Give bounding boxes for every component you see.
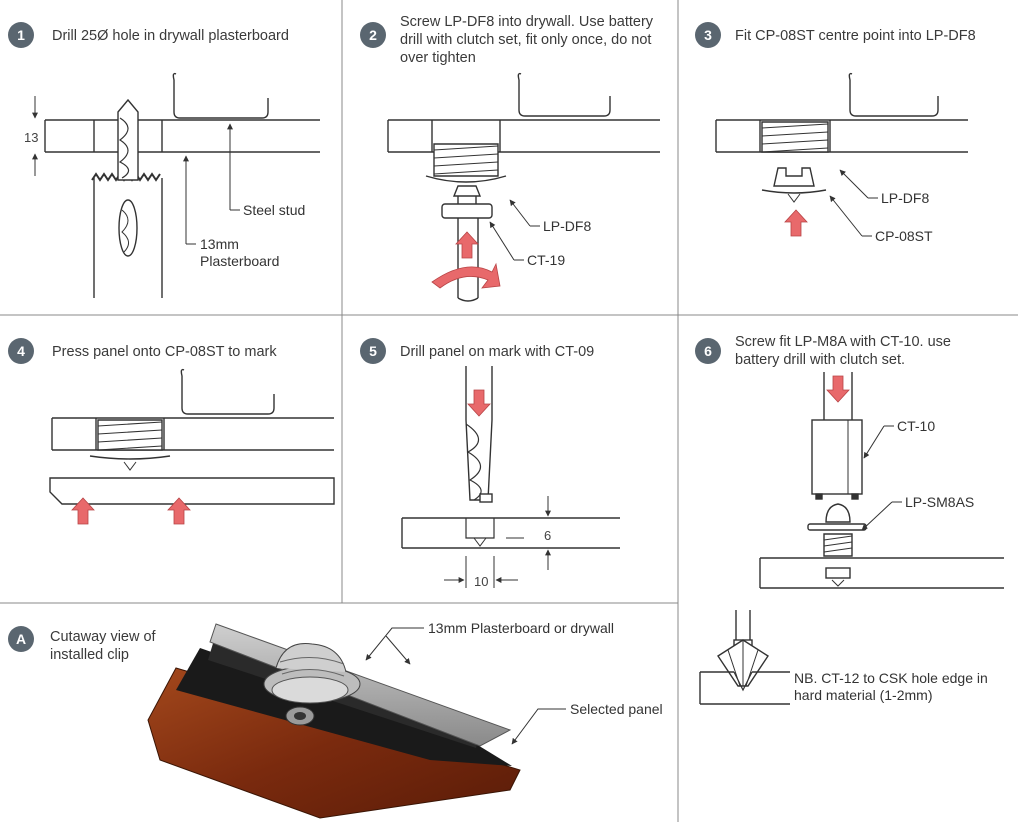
panel-6-drawing — [699, 372, 1004, 705]
step-4-title: Press panel onto CP-08ST to mark — [52, 344, 277, 360]
panel-5-drawing — [401, 366, 620, 588]
step-2-badge: 2 — [360, 22, 386, 48]
lp-df8-label-2: LP-DF8 — [543, 218, 592, 234]
step-1-title: Drill 25Ø hole in drywall plasterboard — [52, 28, 289, 44]
drill-width-label: 10 — [474, 574, 489, 589]
step-1-badge: 1 — [8, 22, 34, 48]
ct-10-label: CT-10 — [897, 418, 936, 434]
cutaway-illustration — [147, 623, 566, 819]
plasterboard-thickness-label: 13 — [24, 130, 39, 145]
drill-depth-label: 6 — [544, 528, 552, 543]
lp-df8-label-3: LP-DF8 — [881, 190, 930, 206]
panel-3-drawing — [715, 72, 968, 237]
countersink-note: NB. CT-12 to CSK hole edge in hard mater… — [794, 670, 988, 703]
plasterboard-label: 13mm Plasterboard — [200, 236, 280, 269]
panel-4-arrows — [71, 497, 191, 525]
step-5-badge: 5 — [360, 338, 386, 364]
step-3-badge: 3 — [695, 22, 721, 48]
panel-2-arrows — [431, 231, 501, 289]
plasterboard-drywall-label: 13mm Plasterboard or drywall — [428, 620, 614, 636]
panel-4-drawing — [49, 368, 335, 505]
ct-19-label: CT-19 — [527, 252, 566, 268]
step-2-title: Screw LP-DF8 into drywall. Use battery d… — [400, 14, 654, 66]
lp-sm8as-label: LP-SM8AS — [905, 494, 975, 510]
panel-6-arrow — [826, 375, 850, 403]
step-6-badge: 6 — [695, 338, 721, 364]
selected-panel-label: Selected panel — [570, 701, 663, 717]
panel-3-arrow — [784, 209, 808, 237]
step-4-badge: 4 — [8, 338, 34, 364]
cp-08st-label: CP-08ST — [875, 228, 933, 244]
step-6-title: Screw fit LP-M8A with CT-10. use battery… — [735, 334, 951, 368]
steel-stud-label: Steel stud — [243, 202, 306, 218]
step-a-badge: A — [8, 626, 34, 652]
step-5-title: Drill panel on mark with CT-09 — [400, 344, 595, 360]
panel-1-drawing — [32, 72, 320, 298]
step-3-title: Fit CP-08ST centre point into LP-DF8 — [735, 28, 976, 44]
panel-5-arrow — [467, 389, 491, 417]
panel-2-drawing — [387, 72, 660, 302]
step-a-title: Cutaway view of installed clip — [50, 629, 156, 663]
